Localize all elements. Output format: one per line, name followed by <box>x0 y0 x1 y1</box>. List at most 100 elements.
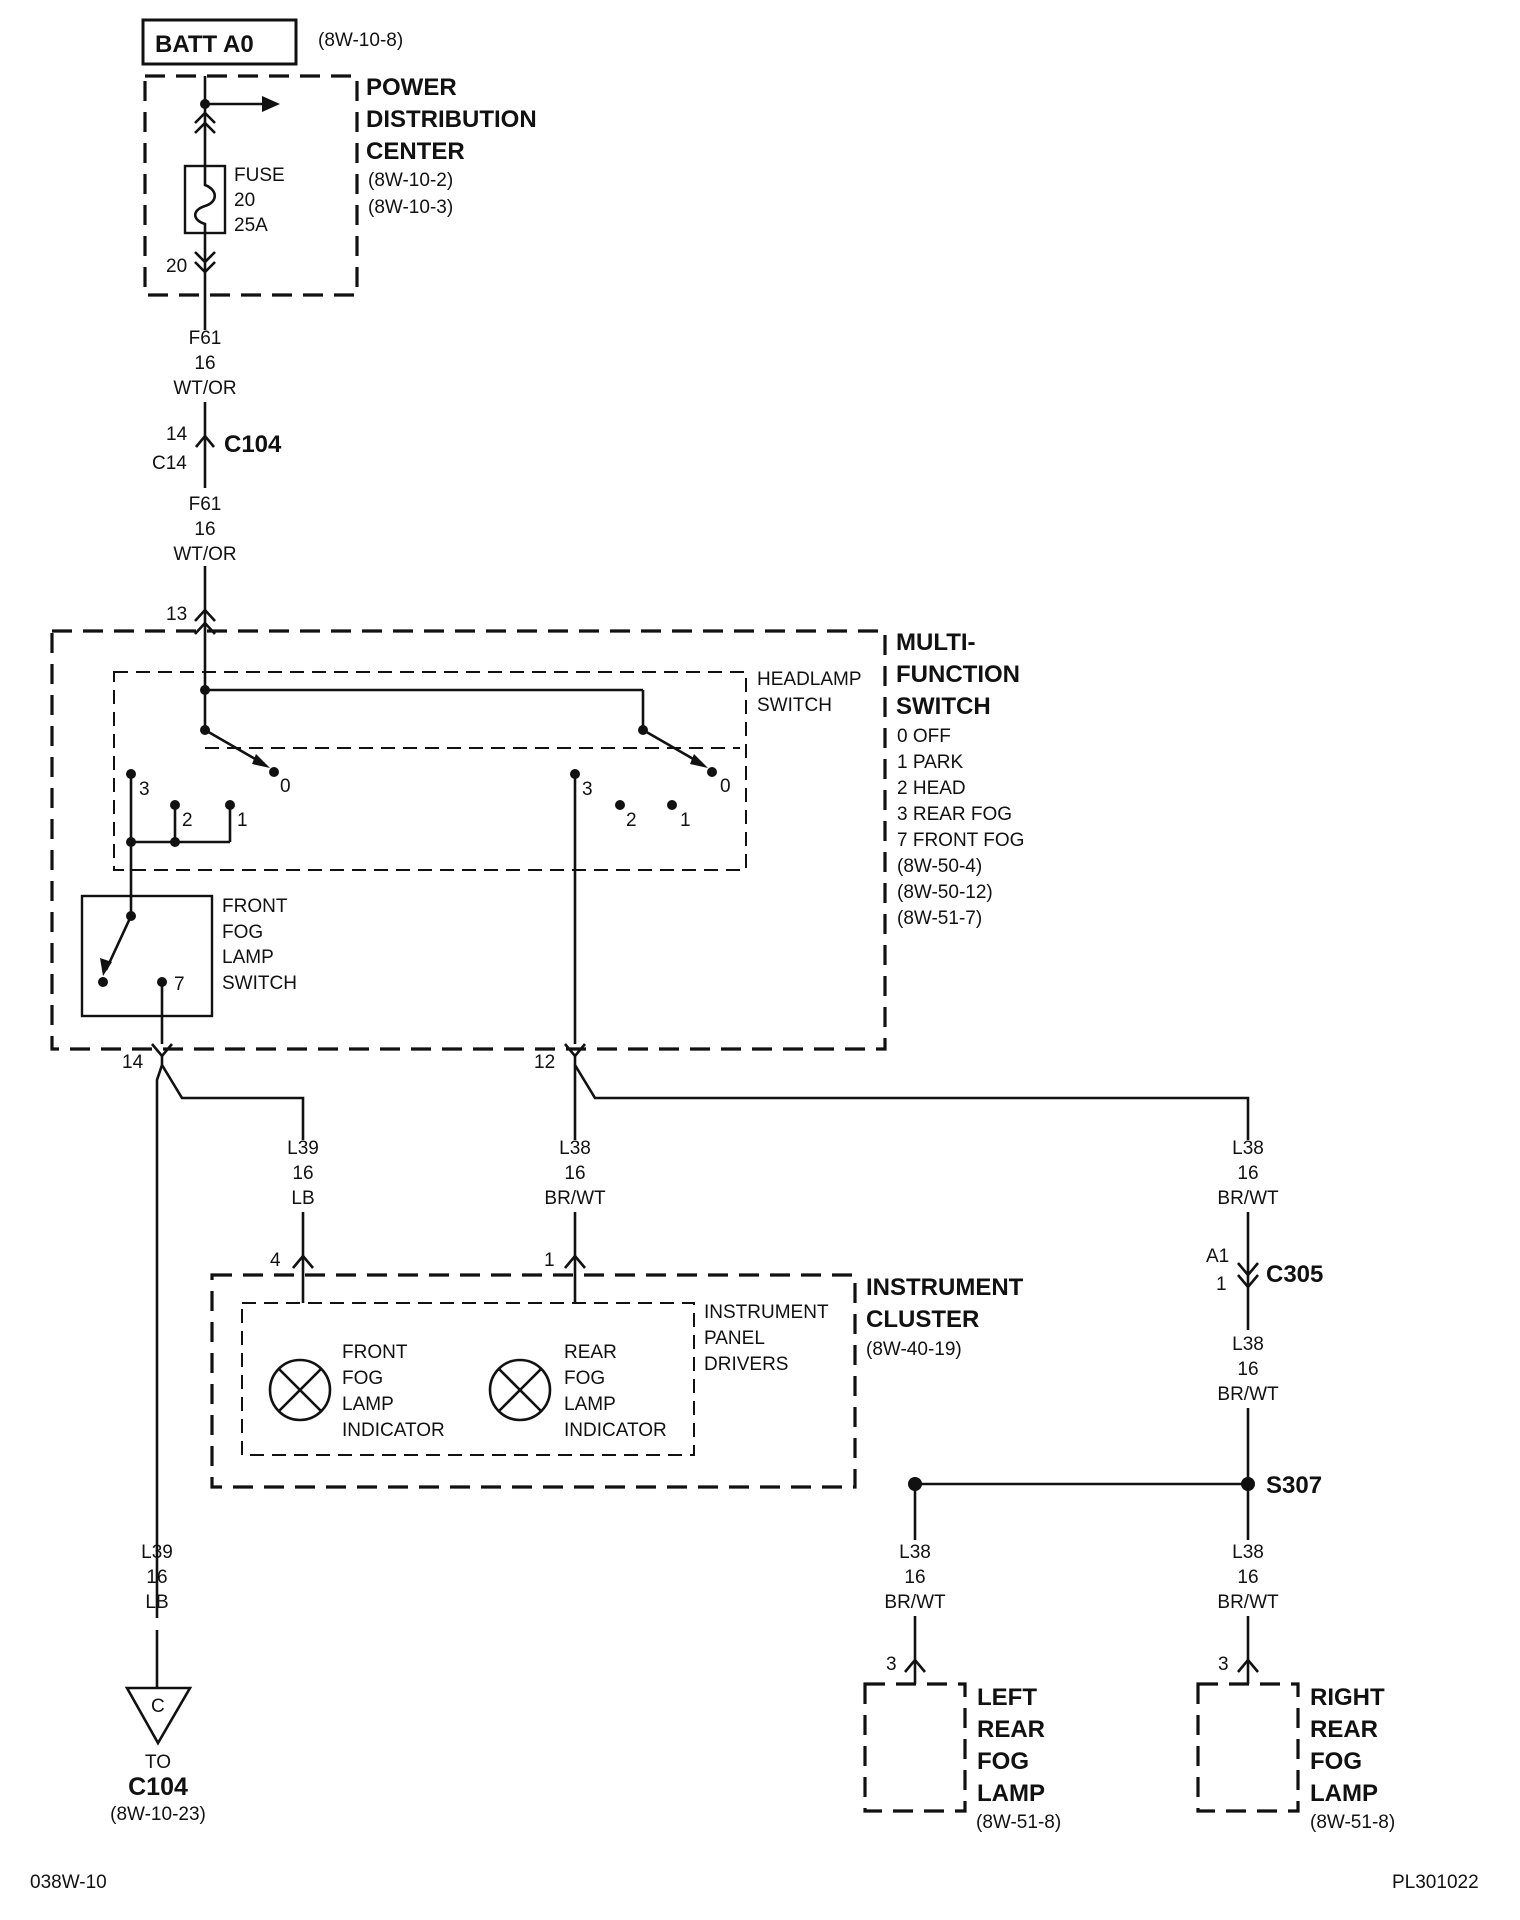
svg-text:(8W-51-7): (8W-51-7) <box>897 908 982 929</box>
headlamp-left-wiper: 0 <box>200 725 291 797</box>
svg-text:FRONT: FRONT <box>342 1342 408 1363</box>
svg-text:1: 1 <box>237 810 248 831</box>
wire-l39-to-c104 <box>155 1064 164 1618</box>
mfs-refs: (8W-50-4) (8W-50-12) (8W-51-7) <box>897 856 993 929</box>
s307-label: S307 <box>1266 1472 1322 1499</box>
c305-label: C305 <box>1266 1261 1323 1288</box>
svg-text:7: 7 <box>174 974 185 995</box>
svg-text:25A: 25A <box>234 215 268 236</box>
svg-text:POWER: POWER <box>366 74 457 101</box>
svg-text:1: 1 <box>680 810 691 831</box>
svg-text:FOG: FOG <box>342 1368 383 1389</box>
headlamp-switch-box <box>113 671 747 871</box>
c305-pin-b: 1 <box>1216 1274 1227 1295</box>
svg-text:(8W-10-23): (8W-10-23) <box>110 1804 206 1825</box>
instrument-cluster-title: INSTRUMENT CLUSTER <box>866 1274 1024 1333</box>
svg-text:LAMP: LAMP <box>222 947 274 968</box>
svg-text:16: 16 <box>146 1567 167 1588</box>
front-fog-indicator-lamp-icon <box>268 1358 332 1422</box>
svg-text:TO: TO <box>145 1752 171 1773</box>
right-rear-fog-lamp-box <box>1196 1682 1300 1813</box>
batt-ref: (8W-10-8) <box>318 30 403 51</box>
svg-text:REAR: REAR <box>564 1342 617 1363</box>
svg-text:BATT A0: BATT A0 <box>155 31 254 58</box>
svg-text:4: 4 <box>270 1250 281 1271</box>
instrument-panel-drivers-box <box>241 1302 695 1456</box>
mfs-positions: 0 OFF 1 PARK 2 HEAD 3 REAR FOG 7 FRONT F… <box>897 726 1024 851</box>
svg-text:L38: L38 <box>1232 1138 1264 1159</box>
svg-text:16: 16 <box>904 1567 925 1588</box>
svg-text:FOG: FOG <box>1310 1748 1362 1775</box>
right-rear-fog-lamp-ref: (8W-51-8) <box>1310 1812 1395 1833</box>
headlamp-right-wiper: 0 <box>638 725 731 797</box>
cluster-pin-rear: 1 <box>544 1250 586 1271</box>
svg-text:INSTRUMENT: INSTRUMENT <box>704 1302 829 1323</box>
c305-connector-icon <box>1237 1262 1259 1290</box>
left-rear-fog-lamp-ref: (8W-51-8) <box>976 1812 1061 1833</box>
svg-text:20: 20 <box>234 190 255 211</box>
offpage-connector-c-icon: C <box>124 1686 193 1746</box>
svg-text:16: 16 <box>194 519 215 540</box>
left-rear-fog-lamp-box <box>863 1682 967 1813</box>
cluster-pin-front: 4 <box>270 1250 314 1271</box>
svg-text:SWITCH: SWITCH <box>757 695 832 716</box>
svg-text:LB: LB <box>291 1188 314 1209</box>
mfs-box <box>50 629 887 1051</box>
wire-l38-left-lamp-label: L38 16 BR/WT <box>884 1542 946 1613</box>
svg-text:BR/WT: BR/WT <box>544 1188 606 1209</box>
c305-pin-a: A1 <box>1206 1246 1229 1267</box>
svg-text:16: 16 <box>1237 1163 1258 1184</box>
instrument-cluster-ref: (8W-40-19) <box>866 1339 962 1360</box>
svg-text:RIGHT: RIGHT <box>1310 1684 1385 1711</box>
svg-text:INSTRUMENT: INSTRUMENT <box>866 1274 1024 1301</box>
front-fog-switch-wiper: 7 <box>98 900 185 1044</box>
rear-fog-indicator-label: REAR FOG LAMP INDICATOR <box>564 1342 667 1441</box>
pdc-refs: (8W-10-2) (8W-10-3) <box>368 170 453 218</box>
mfs-pin-out-rear: 12 <box>534 1052 555 1073</box>
pdc-pin: 20 <box>166 256 187 277</box>
svg-text:F61: F61 <box>189 328 222 349</box>
svg-text:LAMP: LAMP <box>1310 1780 1378 1807</box>
svg-text:(8W-10-2): (8W-10-2) <box>368 170 453 191</box>
svg-text:HEADLAMP: HEADLAMP <box>757 669 862 690</box>
svg-text:16: 16 <box>564 1163 585 1184</box>
svg-text:0: 0 <box>720 776 731 797</box>
c104-pin-b: C14 <box>152 453 187 474</box>
svg-text:MULTI-: MULTI- <box>896 629 976 656</box>
instrument-cluster-box <box>210 1273 857 1489</box>
wire-f61-upper-label: F61 16 WT/OR <box>173 328 236 399</box>
svg-text:3 REAR FOG: 3 REAR FOG <box>897 804 1012 825</box>
svg-text:C104: C104 <box>128 1773 188 1801</box>
headlamp-right-contacts: 3 2 1 <box>570 769 691 1044</box>
svg-text:BR/WT: BR/WT <box>884 1592 946 1613</box>
svg-text:L39: L39 <box>141 1542 173 1563</box>
pdc-upper-connector-icon <box>194 111 216 134</box>
pdc-title: POWER DISTRIBUTION CENTER <box>366 74 537 165</box>
svg-text:16: 16 <box>194 353 215 374</box>
footer-right-code: PL301022 <box>1392 1872 1479 1893</box>
c104-pin-a: 14 <box>166 424 188 445</box>
svg-text:L38: L38 <box>1232 1334 1264 1355</box>
instrument-panel-drivers-label: INSTRUMENT PANEL DRIVERS <box>704 1302 829 1375</box>
batt-a0-label: BATT A0 <box>141 18 298 66</box>
svg-text:CLUSTER: CLUSTER <box>866 1306 979 1333</box>
pdc-lower-connector-icon <box>194 251 216 274</box>
left-rear-fog-lamp-title: LEFT REAR FOG LAMP <box>977 1684 1045 1807</box>
svg-text:3: 3 <box>582 779 593 800</box>
svg-text:(8W-10-3): (8W-10-3) <box>368 197 453 218</box>
svg-text:L38: L38 <box>559 1138 591 1159</box>
fuse-element <box>193 166 217 233</box>
svg-text:16: 16 <box>1237 1359 1258 1380</box>
svg-text:SWITCH: SWITCH <box>896 693 991 720</box>
svg-text:16: 16 <box>292 1163 313 1184</box>
wire-l38-cluster-label: L38 16 BR/WT <box>544 1138 606 1209</box>
svg-text:(8W-50-4): (8W-50-4) <box>897 856 982 877</box>
svg-text:FUSE: FUSE <box>234 165 285 186</box>
right-lamp-connector-icon: 3 <box>1218 1654 1259 1675</box>
left-lamp-connector-icon: 3 <box>886 1654 926 1675</box>
mfs-title: MULTI- FUNCTION SWITCH <box>896 629 1020 720</box>
wire-l38-to-c305 <box>573 1056 1250 1140</box>
svg-text:L38: L38 <box>1232 1542 1264 1563</box>
svg-text:0: 0 <box>280 776 291 797</box>
wire-l38-c305-lower-label: L38 16 BR/WT <box>1217 1334 1279 1405</box>
